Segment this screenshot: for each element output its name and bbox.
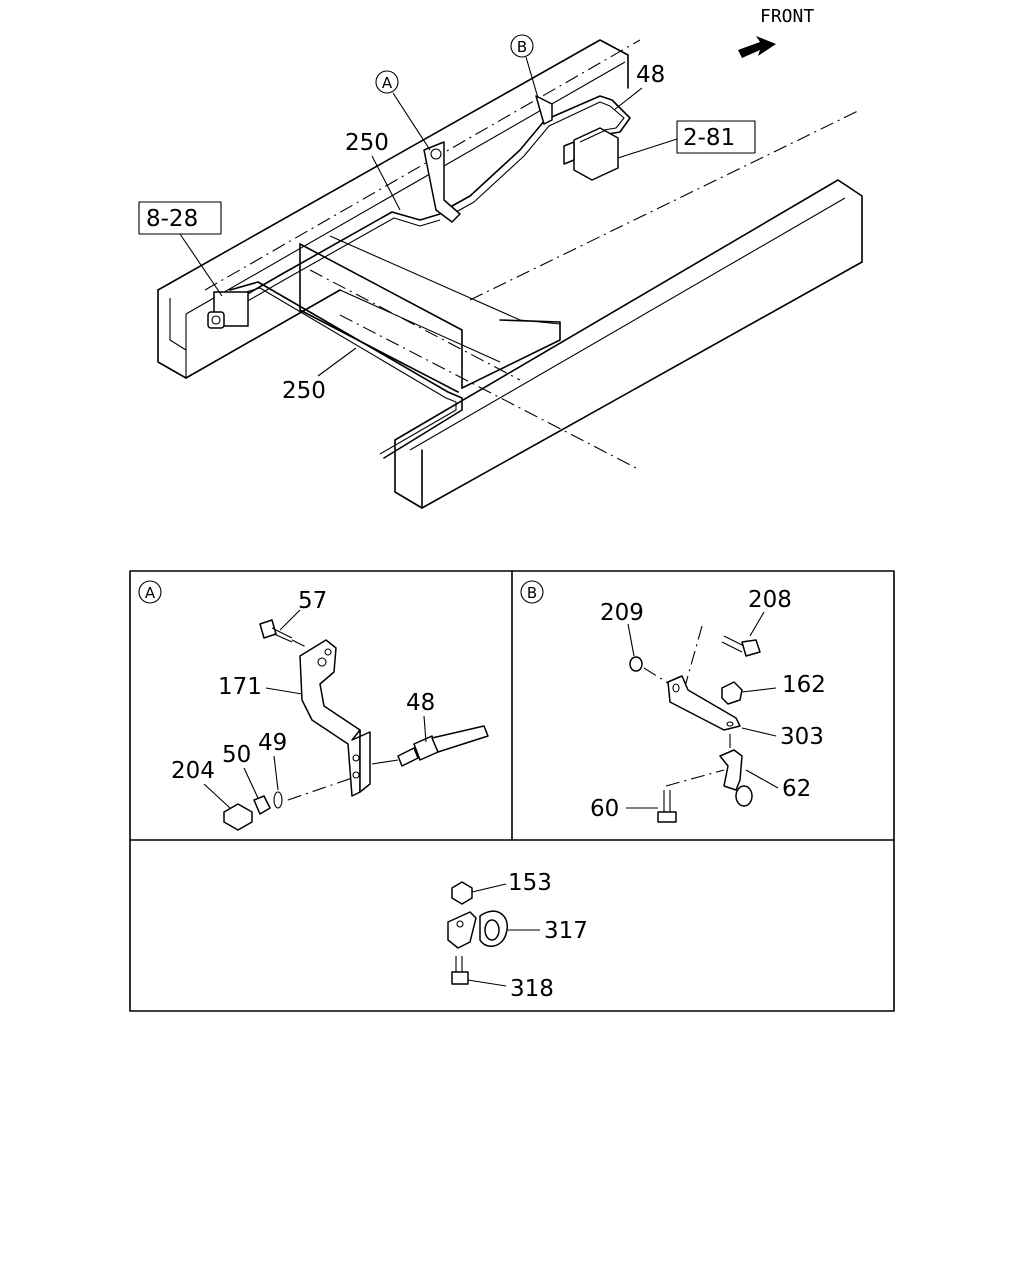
- callout-209: 209: [600, 600, 644, 626]
- front-label: FRONT: [760, 6, 814, 27]
- pipe-48: [397, 725, 489, 767]
- clamp-62: [719, 749, 753, 807]
- bolt-208: [721, 635, 761, 657]
- ref-box-2-81: [676, 120, 756, 154]
- callout-208: 208: [748, 587, 792, 613]
- detail-a-circle: [138, 580, 162, 604]
- bolt-57: [259, 619, 293, 643]
- bolt-318: [451, 956, 469, 985]
- bolt-60: [657, 790, 677, 823]
- main-callouts: B A 48 250 2-81 8-28 250: [138, 34, 756, 404]
- callout-60: 60: [590, 796, 619, 822]
- nut-162: [721, 681, 743, 705]
- detail-b: B 209 208 162 303: [520, 580, 826, 823]
- nut-153: [451, 881, 473, 905]
- callout-a-label: A: [382, 74, 393, 92]
- nut-50: [253, 795, 271, 815]
- detail-c: 153 317 318: [447, 870, 588, 1002]
- callout-250-bottom: 250: [282, 378, 326, 404]
- callout-250-top: 250: [345, 130, 389, 156]
- callout-57: 57: [298, 588, 327, 614]
- callout-49: 49: [258, 730, 287, 756]
- detail-b-circle: [520, 580, 544, 604]
- callout-162: 162: [782, 672, 826, 698]
- callout-50: 50: [222, 742, 251, 768]
- detail-b-label: B: [527, 584, 537, 602]
- front-indicator: FRONT: [738, 6, 814, 58]
- detail-a: A 57 171 48 204 50: [138, 580, 489, 831]
- callout-204: 204: [171, 758, 215, 784]
- detail-a-label: A: [145, 584, 156, 602]
- callout-b-label: B: [517, 38, 527, 56]
- callout-317: 317: [544, 918, 588, 944]
- front-arrow-icon: [738, 36, 776, 58]
- callout-48-detail: 48: [406, 690, 435, 716]
- ref-8-28: 8-28: [146, 206, 198, 232]
- callout-48: 48: [636, 62, 665, 88]
- ref-2-81: 2-81: [683, 125, 735, 151]
- callout-circle-a: [375, 70, 399, 94]
- callout-318: 318: [510, 976, 554, 1002]
- washer-49: [273, 791, 283, 809]
- clamp-317: [447, 910, 509, 949]
- callout-303: 303: [780, 724, 824, 750]
- washer-209: [629, 656, 643, 672]
- nut-204: [223, 803, 253, 831]
- detail-frame: [129, 570, 895, 1012]
- callout-153: 153: [508, 870, 552, 896]
- callout-circle-b: [510, 34, 534, 58]
- callout-171: 171: [218, 674, 262, 700]
- frame-assembly: [157, 39, 863, 509]
- callout-62: 62: [782, 776, 811, 802]
